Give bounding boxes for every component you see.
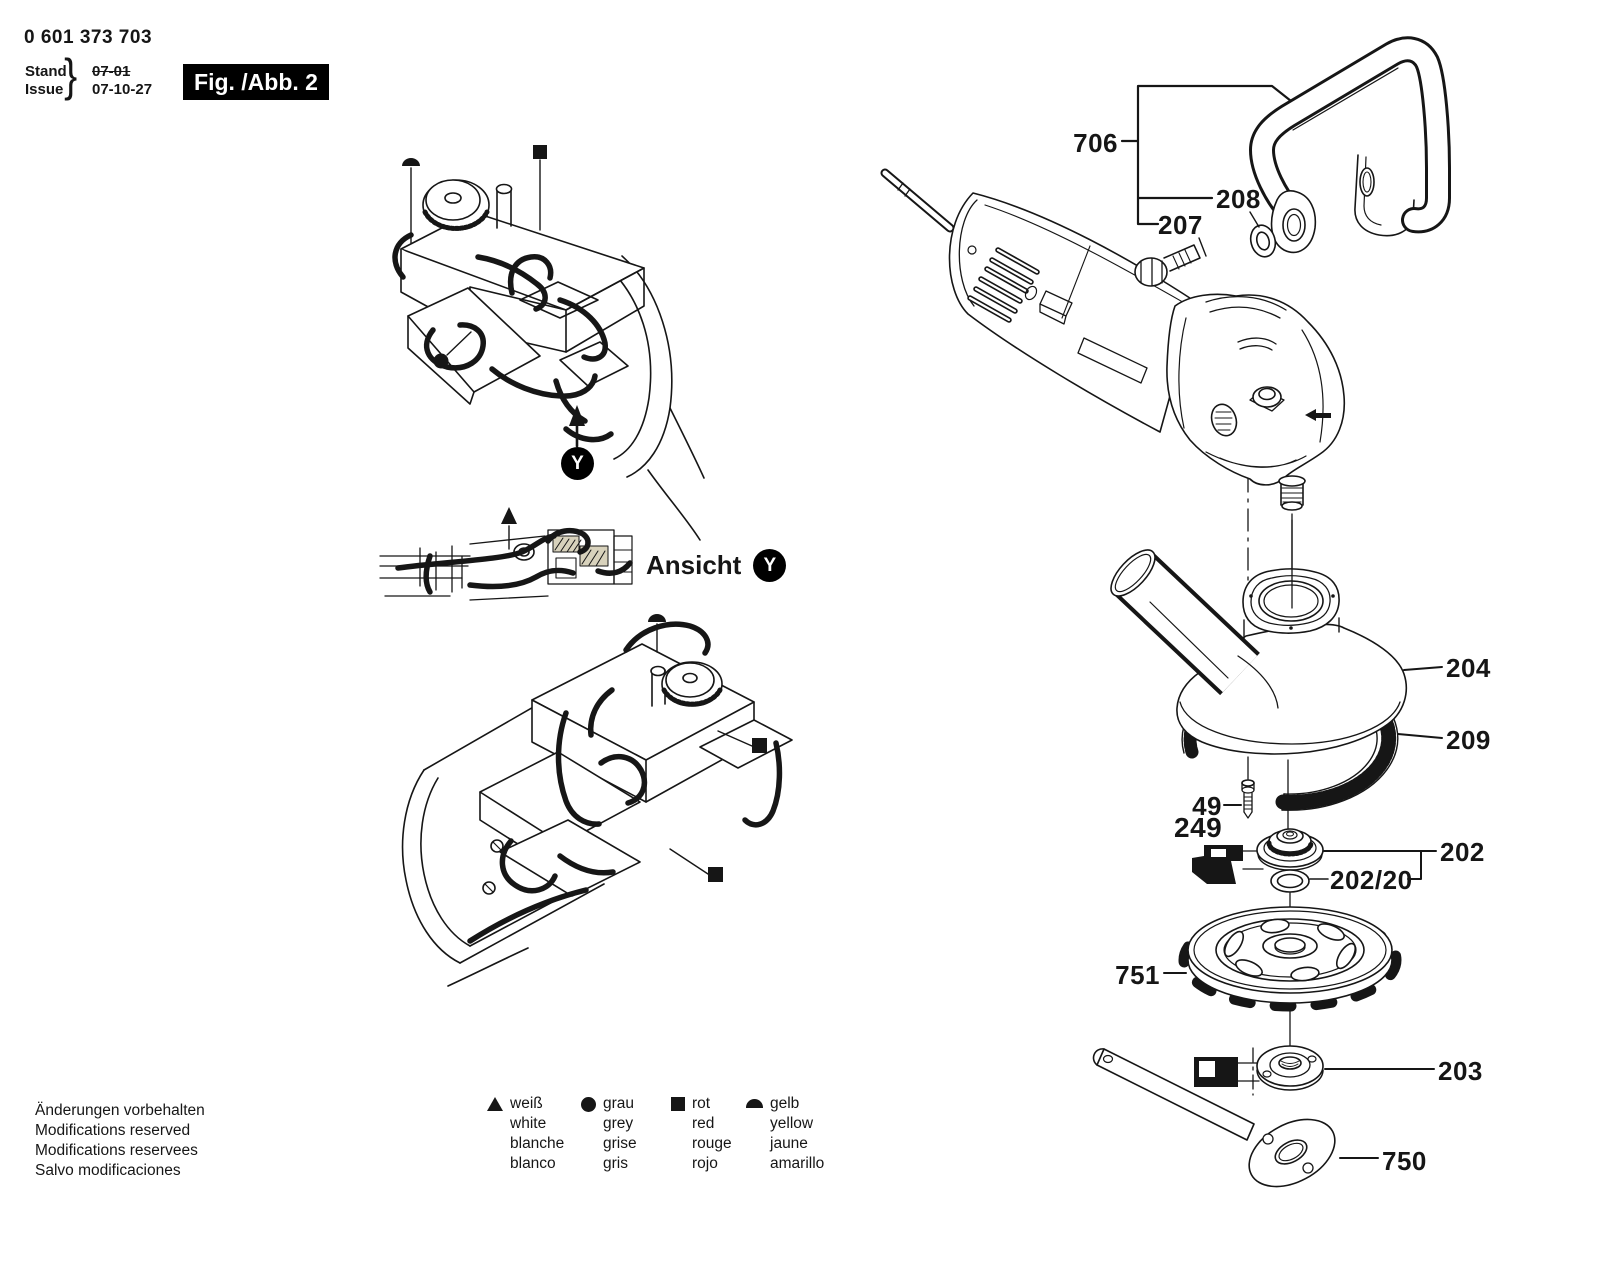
clamping-nut — [1256, 1045, 1324, 1091]
part-number: 0 601 373 703 — [24, 27, 153, 48]
part-label-202: 202 — [1440, 837, 1485, 867]
part-label-207: 207 — [1158, 210, 1203, 240]
view-label-text: Ansicht — [646, 550, 742, 580]
part-label-208: 208 — [1216, 184, 1261, 214]
red-square-icon — [671, 1097, 685, 1111]
grey-wire-marker-icon — [433, 353, 449, 369]
wiring-view-top — [392, 145, 705, 541]
part-label-750: 750 — [1382, 1146, 1427, 1176]
wrench-tool-icon — [1194, 1057, 1260, 1087]
part-label-706: 706 — [1073, 128, 1118, 158]
part-label-203: 203 — [1438, 1056, 1483, 1086]
red-wire-marker-icon — [752, 738, 767, 753]
white-triangle-icon — [487, 1097, 503, 1111]
note-line: Salvo modificaciones — [35, 1162, 181, 1179]
note-line: Modifications reservees — [35, 1142, 198, 1159]
legend-column-grey: grau grey grise gris — [581, 1094, 637, 1174]
pin-wrench — [1092, 1048, 1336, 1188]
auxiliary-handle — [1120, 36, 1451, 287]
exploded-view — [880, 36, 1451, 1188]
issue-label: Issue — [25, 81, 64, 98]
wiring-view-side — [379, 507, 633, 601]
gear-head — [1166, 293, 1346, 609]
part-label-249: 249 — [1174, 812, 1223, 843]
part-label-204: 204 — [1446, 653, 1491, 683]
legend-column-white: weiß white blanche blanco — [487, 1094, 564, 1174]
service-tool-icon — [1192, 845, 1264, 884]
direction-arrow-icon — [1305, 409, 1331, 421]
revision-new-value: 07-10-27 — [92, 81, 153, 98]
part-label-202-20: 202/20 — [1330, 865, 1413, 895]
part-label-751: 751 — [1115, 960, 1160, 990]
view-label: Ansicht Y — [646, 549, 787, 582]
note-line: Modifications reserved — [35, 1122, 191, 1139]
wiring-view-bottom — [401, 614, 793, 987]
dust-hood — [1110, 519, 1408, 819]
white-wire-marker-icon — [501, 507, 517, 524]
part-label-209: 209 — [1446, 725, 1491, 755]
revision-old-value: 07-01 — [92, 63, 131, 80]
motor-housing — [948, 192, 1197, 433]
grey-circle-icon — [581, 1097, 596, 1112]
legend-column-yellow: gelb yellow jaune amarillo — [746, 1094, 824, 1174]
leader-lines — [1163, 666, 1443, 1159]
view-letter-badge: Y — [561, 447, 594, 480]
red-wire-marker-icon — [533, 145, 547, 159]
part-label-49: 49 — [1192, 791, 1222, 821]
backing-flange — [1256, 828, 1437, 893]
view-arrow-icon — [569, 405, 585, 426]
yellow-half-circle-icon — [746, 1099, 763, 1108]
view-letter-badge: Y — [753, 549, 787, 582]
legend-column-red: rot red rouge rojo — [671, 1094, 732, 1174]
yellow-wire-marker-icon — [402, 158, 420, 166]
stand-label: Stand — [25, 63, 67, 80]
figure-badge: Fig. /Abb. 2 — [183, 64, 329, 100]
grinding-cup-wheel — [1178, 906, 1402, 1012]
yellow-wire-marker-icon — [648, 614, 666, 622]
note-line: Änderungen vorbehalten — [35, 1102, 205, 1119]
revision-brace: } — [64, 49, 78, 101]
red-wire-marker-icon — [708, 867, 723, 882]
